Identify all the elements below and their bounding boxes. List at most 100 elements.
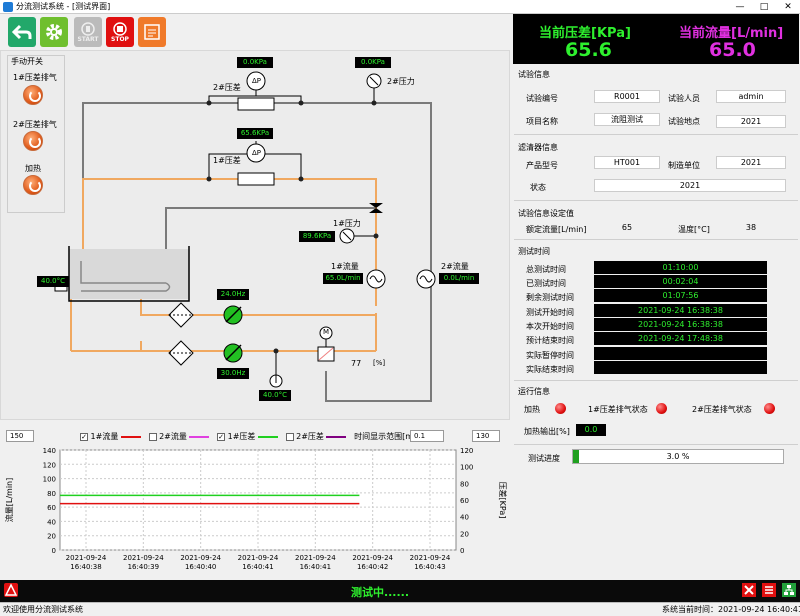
legend-label: 2#流量 bbox=[159, 432, 187, 441]
time-label: 预计结束时间 bbox=[526, 336, 574, 345]
info-panel: 当前压差[KPa] 65.6 当前流量[L/min] 65.0 试验信息 试验编… bbox=[512, 14, 800, 588]
dp1-readout: 65.6KPa bbox=[237, 128, 273, 139]
stop-button[interactable]: STOP bbox=[106, 17, 134, 47]
close-button[interactable]: ✕ bbox=[784, 2, 792, 12]
alarm-icon[interactable] bbox=[4, 583, 18, 597]
y-tick-label: 40 bbox=[47, 518, 56, 526]
y-tick-label: 100 bbox=[43, 476, 56, 484]
right-axis-max-input[interactable]: 130 bbox=[472, 430, 500, 442]
piping-svg bbox=[54, 71, 436, 402]
project-field[interactable]: 流阻测试 bbox=[594, 113, 660, 126]
gear-icon bbox=[46, 24, 62, 40]
y2-tick-label: 100 bbox=[460, 464, 473, 472]
switch-label-vent2: 2#压差排气 bbox=[13, 120, 57, 129]
log-icon[interactable] bbox=[762, 583, 776, 597]
network-icon[interactable] bbox=[782, 583, 796, 597]
range-label: 时间显示范围[min] bbox=[354, 432, 424, 441]
legend-item[interactable]: 2#压差 bbox=[285, 432, 347, 441]
state-field[interactable]: 2021 bbox=[594, 179, 786, 192]
test-no-label: 试验编号 bbox=[526, 94, 558, 103]
divider bbox=[514, 200, 798, 201]
settings-button[interactable] bbox=[40, 17, 68, 47]
maker-label: 制造单位 bbox=[668, 161, 700, 170]
start-button[interactable]: START bbox=[74, 17, 102, 47]
x-tick-date: 2021-09-24 bbox=[410, 554, 451, 562]
y-tick-label: 140 bbox=[43, 447, 56, 455]
y2-tick-label: 120 bbox=[460, 447, 473, 455]
time-label: 测试开始时间 bbox=[526, 308, 574, 317]
vent1-status-lamp bbox=[656, 403, 667, 414]
progress-text: 3.0 % bbox=[666, 452, 690, 461]
left-axis-max-input[interactable]: 150 bbox=[6, 430, 34, 442]
site-field[interactable]: 2021 bbox=[716, 115, 786, 128]
legend-item[interactable]: ✓ 1#压差 bbox=[217, 432, 278, 441]
heat-switch[interactable] bbox=[23, 175, 43, 195]
time-range-input[interactable]: 0.1 bbox=[410, 430, 444, 442]
time-value bbox=[594, 361, 767, 374]
run-info-title: 运行信息 bbox=[518, 387, 550, 396]
manual-switch-title: 手动开关 bbox=[11, 57, 43, 66]
time-value: 2021-09-24 16:38:38 bbox=[594, 304, 767, 317]
checkbox[interactable] bbox=[285, 432, 294, 441]
exit-icon[interactable] bbox=[742, 583, 756, 597]
temp2-readout: 40.0°C bbox=[259, 390, 291, 401]
valve-unit: [%] bbox=[373, 359, 386, 367]
test-person-field[interactable]: admin bbox=[716, 90, 786, 103]
maker-field[interactable]: 2021 bbox=[716, 156, 786, 169]
time-value: 2021-09-24 17:48:38 bbox=[594, 332, 767, 345]
x-tick-date: 2021-09-24 bbox=[238, 554, 279, 562]
time-value: 01:07:56 bbox=[594, 289, 767, 302]
y-tick-label: 20 bbox=[47, 533, 56, 541]
flow2-label: 2#流量 bbox=[441, 262, 469, 271]
checkbox[interactable]: ✓ bbox=[80, 432, 88, 441]
project-label: 项目名称 bbox=[526, 117, 558, 126]
legend-swatch bbox=[189, 435, 210, 438]
y-tick-label: 0 bbox=[52, 547, 56, 555]
checkbox[interactable]: ✓ bbox=[217, 432, 226, 441]
minimize-button[interactable]: — bbox=[735, 2, 745, 12]
window-title: 分流测试系统 - [测试界面] bbox=[16, 2, 111, 11]
x-tick-date: 2021-09-24 bbox=[66, 554, 107, 562]
time-label: 已测试时间 bbox=[526, 279, 566, 288]
y-tick-label: 60 bbox=[47, 504, 56, 512]
maximize-button[interactable]: □ bbox=[759, 2, 769, 12]
divider bbox=[514, 380, 798, 381]
progress-label: 测试进度 bbox=[528, 454, 560, 463]
y2-tick-label: 20 bbox=[460, 530, 469, 538]
report-button[interactable] bbox=[138, 17, 166, 47]
time-label: 总测试时间 bbox=[526, 265, 566, 274]
setpoint-temp-label: 温度[°C] bbox=[678, 225, 710, 234]
progress-fill bbox=[573, 450, 580, 463]
x-tick-date: 2021-09-24 bbox=[295, 554, 336, 562]
switch-label-vent1: 1#压差排气 bbox=[13, 73, 57, 82]
welcome-text: 欢迎使用分流测试系统 bbox=[3, 605, 83, 614]
time-label: 实际结束时间 bbox=[526, 365, 574, 374]
site-label: 试验地点 bbox=[668, 117, 700, 126]
setpoint-flow-field[interactable]: 65 bbox=[594, 221, 660, 234]
test-info-title: 试验信息 bbox=[518, 70, 550, 79]
y-axis-label: 流量[L/min] bbox=[4, 478, 14, 522]
vent2-switch[interactable] bbox=[23, 131, 43, 151]
vent2-status-lamp bbox=[764, 403, 775, 414]
x-tick-time: 16:40:39 bbox=[128, 563, 159, 571]
flow1-readout: 65.0L/min bbox=[323, 273, 363, 284]
test-no-field[interactable]: R0001 bbox=[594, 90, 660, 103]
heat-output-label: 加热输出[%] bbox=[524, 427, 570, 436]
flow2-readout: 0.0L/min bbox=[439, 273, 479, 284]
checkbox[interactable] bbox=[148, 432, 157, 441]
x-tick-date: 2021-09-24 bbox=[180, 554, 221, 562]
status-text: 测试中...... bbox=[350, 586, 410, 599]
dp1-label: 1#压差 bbox=[213, 156, 241, 165]
valve-opening[interactable]: 77 bbox=[351, 359, 362, 368]
vent1-switch[interactable] bbox=[23, 85, 43, 105]
switch-label-heat: 加热 bbox=[25, 164, 41, 173]
pump2-freq: 30.0Hz bbox=[217, 368, 249, 379]
status-bar: 测试中...... bbox=[0, 580, 800, 602]
model-field[interactable]: HT001 bbox=[594, 156, 660, 169]
legend-item[interactable]: ✓ 1#流量 bbox=[80, 432, 141, 441]
back-button[interactable] bbox=[8, 17, 36, 47]
setpoint-temp-field[interactable]: 38 bbox=[716, 221, 786, 234]
legend-item[interactable]: 2#流量 bbox=[148, 432, 210, 441]
time-label: 剩余测试时间 bbox=[526, 293, 574, 302]
x-tick-time: 16:40:42 bbox=[357, 563, 388, 571]
